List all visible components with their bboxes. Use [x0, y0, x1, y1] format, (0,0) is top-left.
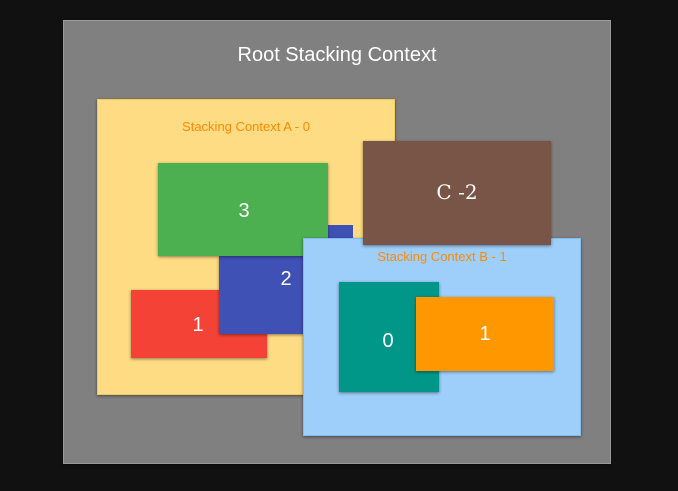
box-blue-tab [328, 225, 353, 239]
box-green-label: 3 [238, 200, 250, 222]
stacking-context-c-label: C -2 [436, 180, 478, 204]
box-blue-label: 2 [280, 267, 292, 290]
stacking-context-a-label: Stacking Context A - 0 [182, 119, 310, 134]
box-red-label: 1 [192, 313, 204, 336]
root-title: Root Stacking Context [237, 44, 437, 66]
stacking-context-b-label: Stacking Context B - 1 [377, 249, 507, 264]
box-teal-label: 0 [382, 329, 394, 352]
box-green: 3 [158, 163, 328, 256]
stacking-context-c: C -2 [363, 141, 551, 245]
box-orange: 1 [416, 297, 554, 371]
box-orange-label: 1 [479, 322, 491, 345]
